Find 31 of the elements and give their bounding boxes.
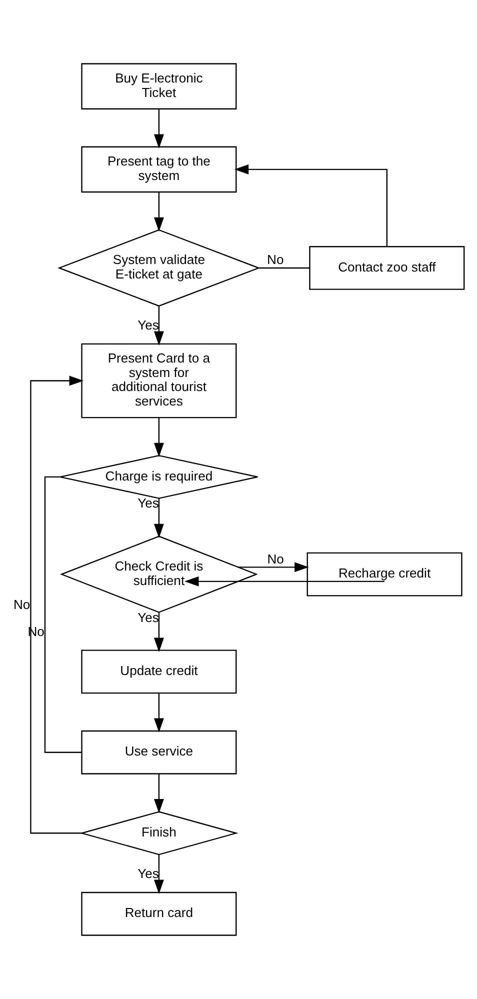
arrow [154, 109, 164, 149]
arrow [154, 774, 164, 814]
node-box: Present tag to the system [81, 146, 237, 193]
node-box: Return card [81, 892, 237, 936]
arrow [154, 192, 164, 232]
arrow [238, 562, 309, 572]
arrow [184, 576, 385, 586]
arrow [154, 693, 164, 732]
node-box: Update credit [81, 650, 237, 694]
arrow [30, 376, 84, 834]
edge-label: Yes [138, 866, 159, 881]
edge-label: No [267, 551, 284, 566]
edge-label: No [267, 252, 284, 268]
arrow [154, 498, 164, 538]
arrow [234, 164, 388, 247]
node-diamond: Finish [80, 811, 238, 856]
node-diamond: Charge is required [60, 454, 258, 499]
connector [258, 267, 310, 269]
node-box: Buy E-lectronic Ticket [81, 63, 237, 110]
arrow [154, 418, 164, 458]
arrow [154, 854, 164, 894]
edge-label: Yes [138, 317, 159, 332]
node-diamond: System validate E-ticket at gate [58, 229, 260, 307]
node-box: Contact zoo staff [309, 246, 465, 290]
node-box: Use service [81, 730, 237, 774]
node-box: Recharge credit [306, 552, 462, 596]
arrow [154, 612, 164, 652]
edge-label: No [13, 597, 30, 612]
node-diamond: Check Credit is sufficient [60, 536, 258, 613]
node-box: Present Card to a system for additional tourist services [81, 343, 237, 418]
arrow [154, 306, 164, 346]
